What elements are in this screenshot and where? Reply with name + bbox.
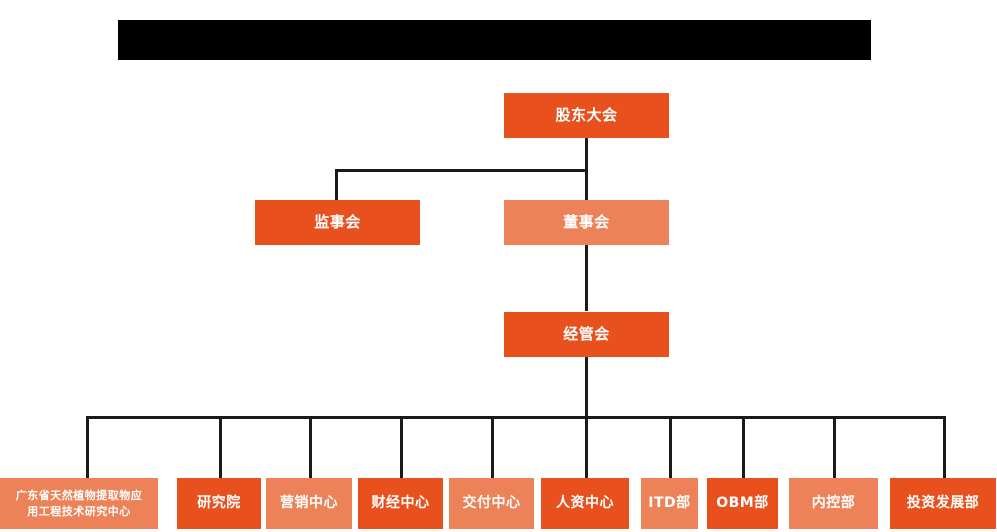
- node-label: ITD部: [648, 494, 691, 511]
- connector-to-delivery-center: [491, 416, 494, 478]
- connector-management-down: [585, 357, 588, 419]
- node-label: OBM部: [716, 494, 769, 511]
- node-label: 交付中心: [462, 494, 521, 511]
- node-label: 董事会: [563, 213, 610, 232]
- node-management-committee[interactable]: 经管会: [504, 312, 669, 357]
- node-label: 股东大会: [555, 106, 618, 125]
- node-research-institute[interactable]: 研究院: [177, 478, 261, 529]
- connector-shareholders-down: [585, 138, 588, 171]
- node-label-multiline: 广东省天然植物提取物应 用工程技术研究中心: [3, 488, 155, 520]
- connector-to-marketing-center: [309, 416, 312, 478]
- node-board-of-directors[interactable]: 董事会: [504, 200, 669, 245]
- node-hr-center[interactable]: 人资中心: [541, 478, 629, 529]
- connector-to-obm-department: [742, 416, 745, 478]
- node-board-of-supervisors[interactable]: 监事会: [255, 200, 420, 245]
- node-label: 研究院: [197, 494, 241, 511]
- node-label: 内控部: [811, 494, 856, 511]
- connector-to-supervisors: [335, 169, 338, 201]
- connector-to-itd-department: [669, 416, 672, 478]
- connector-to-directors: [585, 169, 588, 201]
- node-research-center[interactable]: 广东省天然植物提取物应 用工程技术研究中心: [0, 478, 158, 529]
- node-label: 人资中心: [556, 494, 614, 511]
- node-finance-center[interactable]: 财经中心: [358, 478, 443, 529]
- node-label-line-2: 用工程技术研究中心: [27, 504, 131, 518]
- connector-to-investment-development-department: [943, 416, 946, 478]
- connector-directors-to-management: [585, 245, 588, 311]
- node-label-line-1: 广东省天然植物提取物应: [15, 488, 143, 502]
- redacted-title-bar: [118, 20, 871, 60]
- node-delivery-center[interactable]: 交付中心: [449, 478, 534, 529]
- connector-to-research-institute: [219, 416, 222, 478]
- node-itd-department[interactable]: ITD部: [641, 478, 698, 529]
- node-label: 经管会: [563, 325, 610, 344]
- connector-to-finance-center: [400, 416, 403, 478]
- node-label: 投资发展部: [906, 494, 980, 511]
- connector-to-research-center: [86, 416, 89, 478]
- node-label: 财经中心: [371, 494, 430, 511]
- node-shareholders-meeting[interactable]: 股东大会: [504, 93, 669, 138]
- connector-level4-horizontal: [86, 416, 945, 419]
- node-label: 营销中心: [280, 494, 338, 511]
- node-label: 监事会: [314, 213, 361, 232]
- node-investment-development-department[interactable]: 投资发展部: [890, 478, 996, 529]
- node-obm-department[interactable]: OBM部: [707, 478, 778, 529]
- node-marketing-center[interactable]: 营销中心: [266, 478, 352, 529]
- node-internal-control-department[interactable]: 内控部: [789, 478, 878, 529]
- connector-level2-horizontal: [335, 169, 586, 172]
- connector-to-internal-control-department: [833, 416, 836, 478]
- connector-to-hr-center: [585, 416, 588, 478]
